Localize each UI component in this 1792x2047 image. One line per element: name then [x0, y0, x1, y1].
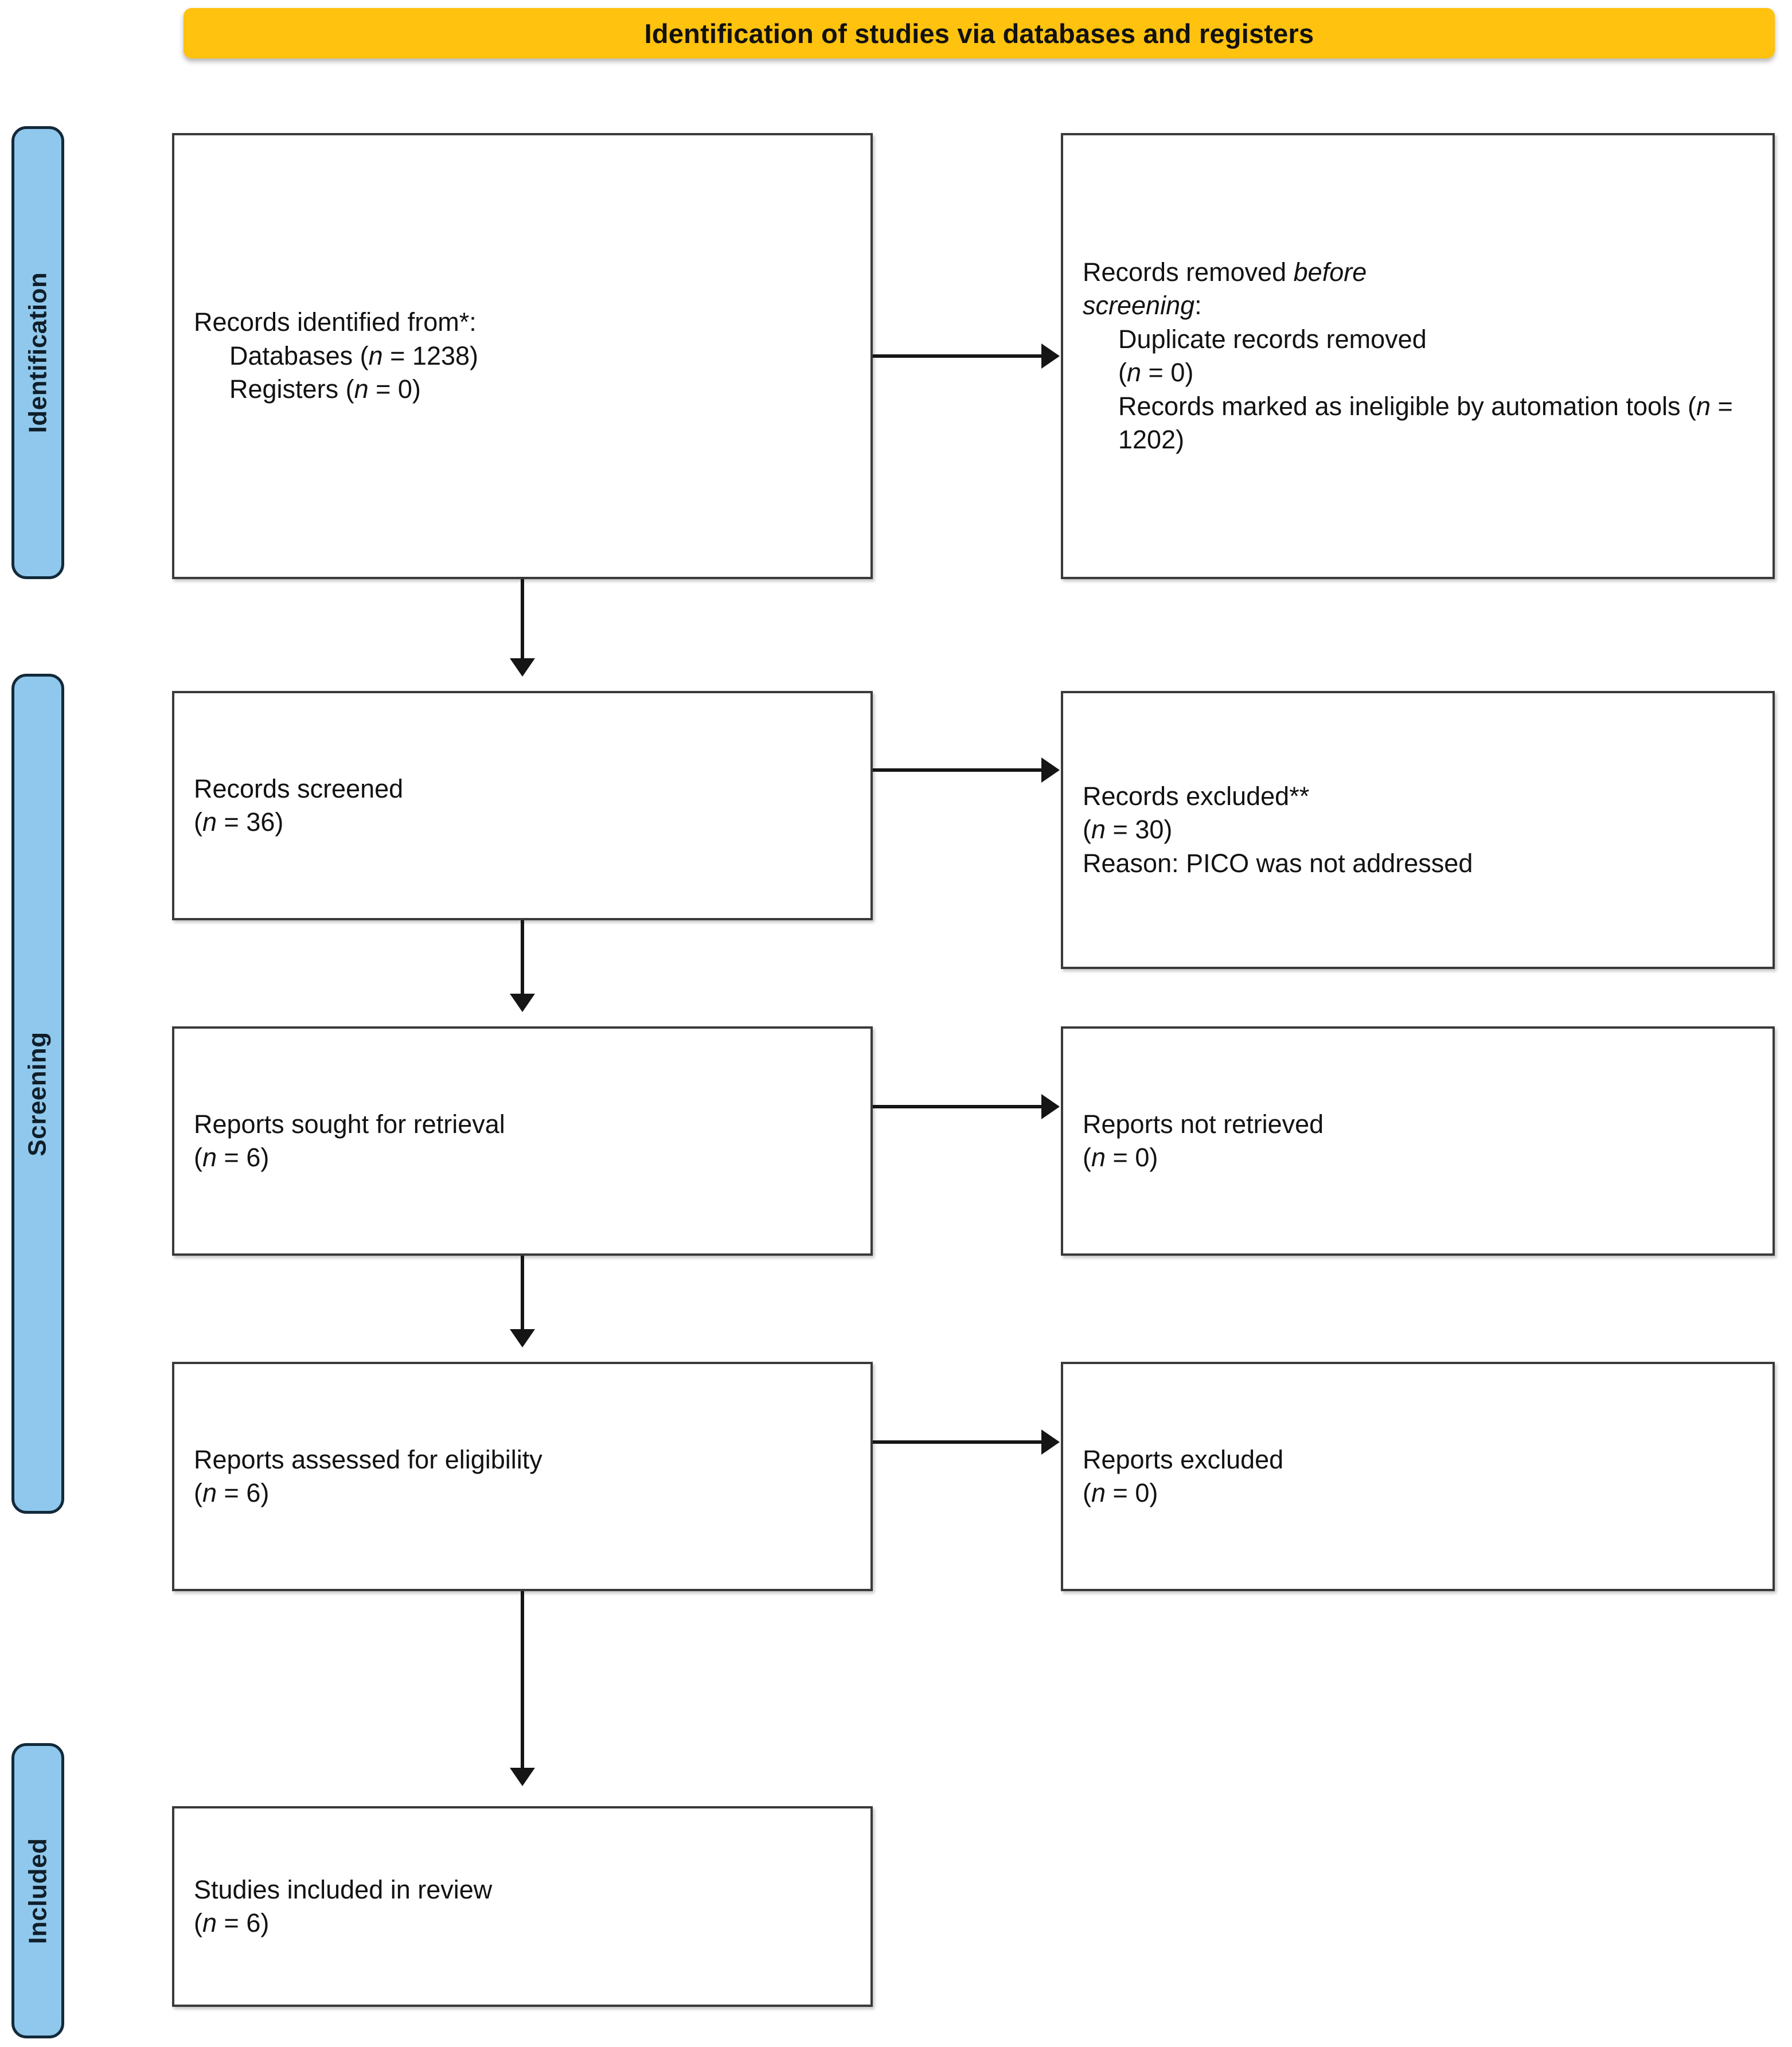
arrow-assessed-to-reports-excluded: [873, 1440, 1043, 1444]
box-reports-not-retrieved: Reports not retrieved (n = 0): [1061, 1026, 1775, 1256]
records-removed-line-2: screening:: [1083, 291, 1202, 320]
page-title: Identification of studies via databases …: [644, 18, 1314, 49]
arrow-screened-to-sought: [521, 920, 524, 995]
stage-tab-screening: Screening: [11, 674, 64, 1514]
records-excluded-line-1: Records excluded**: [1083, 781, 1310, 811]
reports-excluded-count: (n = 0): [1083, 1478, 1158, 1507]
arrow-identified-to-screened: [521, 579, 524, 659]
box-records-screened: Records screened (n = 36): [172, 691, 873, 920]
reports-not-retrieved-line-1: Reports not retrieved: [1083, 1109, 1324, 1139]
records-identified-line-1: Records identified from*:: [194, 307, 477, 337]
records-removed-automation: Records marked as ineligible by automati…: [1118, 391, 1733, 455]
reports-sought-line-1: Reports sought for retrieval: [194, 1109, 505, 1139]
arrow-assessed-to-included: [521, 1591, 524, 1769]
arrow-identified-to-removed: [873, 354, 1043, 358]
records-identified-registers: Registers (n = 0): [229, 374, 421, 404]
reports-sought-count: (n = 6): [194, 1143, 270, 1172]
stage-tab-identification: Identification: [11, 126, 64, 579]
records-removed-duplicates: Duplicate records removed: [1118, 324, 1427, 354]
box-records-identified: Records identified from*: Databases (n =…: [172, 133, 873, 579]
diagram-header-banner: Identification of studies via databases …: [184, 8, 1775, 58]
box-studies-included: Studies included in review (n = 6): [172, 1806, 873, 2007]
stage-tab-screening-label: Screening: [24, 1031, 52, 1157]
records-excluded-count: (n = 30): [1083, 815, 1173, 845]
box-records-excluded: Records excluded** (n = 30) Reason: PICO…: [1061, 691, 1775, 969]
records-excluded-reason: Reason: PICO was not addressed: [1083, 848, 1473, 878]
box-reports-excluded: Reports excluded (n = 0): [1061, 1362, 1775, 1591]
records-removed-line-1: Records removed before: [1083, 257, 1367, 287]
box-reports-assessed: Reports assessed for eligibility (n = 6): [172, 1362, 873, 1591]
stage-tab-identification-label: Identification: [24, 272, 52, 433]
reports-assessed-line-1: Reports assessed for eligibility: [194, 1444, 542, 1474]
records-screened-line-1: Records screened: [194, 774, 404, 803]
stage-tab-included: Included: [11, 1743, 64, 2038]
reports-excluded-line-1: Reports excluded: [1083, 1444, 1284, 1474]
arrow-sought-to-not-retrieved: [873, 1105, 1043, 1108]
records-identified-databases: Databases (n = 1238): [229, 341, 479, 370]
arrow-sought-to-assessed: [521, 1256, 524, 1330]
box-reports-sought: Reports sought for retrieval (n = 6): [172, 1026, 873, 1256]
records-screened-count: (n = 36): [194, 807, 284, 837]
stage-tab-included-label: Included: [24, 1838, 52, 1944]
studies-included-count: (n = 6): [194, 1908, 270, 1937]
reports-not-retrieved-count: (n = 0): [1083, 1143, 1158, 1172]
records-removed-duplicates-count: (n = 0): [1118, 358, 1194, 387]
arrow-screened-to-excluded: [873, 768, 1043, 772]
reports-assessed-count: (n = 6): [194, 1478, 270, 1507]
studies-included-line-1: Studies included in review: [194, 1874, 493, 1904]
box-records-removed: Records removed before screening: Duplic…: [1061, 133, 1775, 579]
